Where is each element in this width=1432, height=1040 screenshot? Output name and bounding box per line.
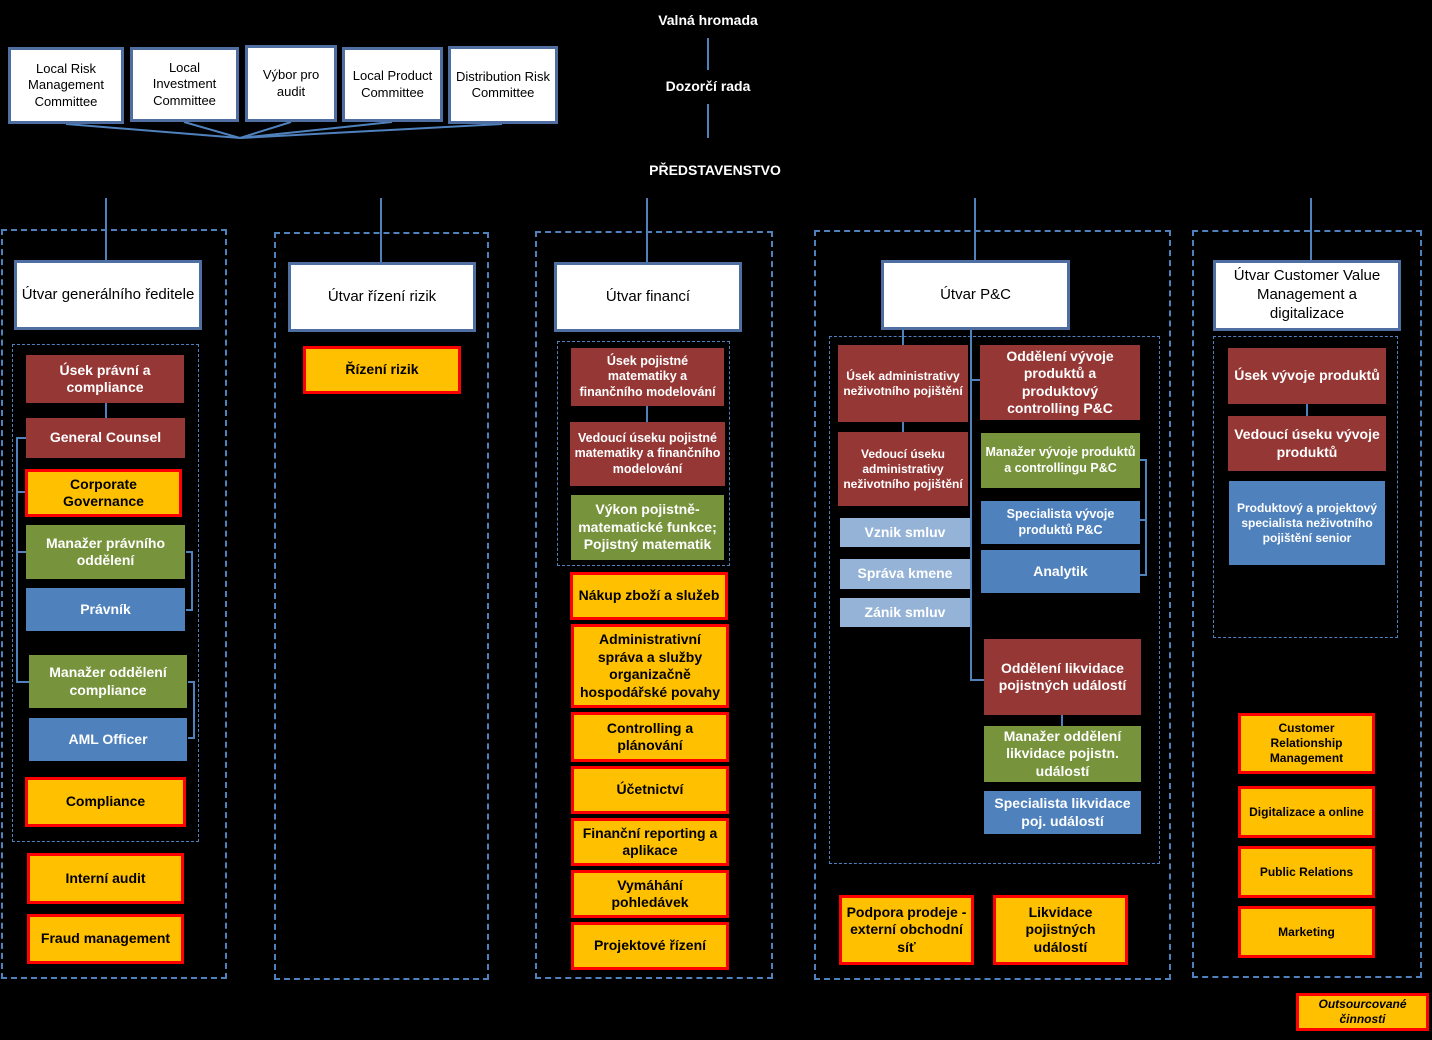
- pc-claims-manager: Manažer oddělení likvidace pojistn. udál…: [984, 726, 1141, 782]
- pc-claims-outsourced: Likvidace pojistných událostí: [993, 895, 1128, 965]
- cvm-sub-subgroup-outline: [1213, 336, 1398, 638]
- cvm-marketing: Marketing: [1238, 906, 1375, 958]
- ceo-internal-audit: Interní audit: [27, 853, 184, 904]
- finance-actuarial-subgroup-outline: [557, 341, 730, 566]
- pc-portfolio-management: Správa kmene: [840, 559, 970, 589]
- general-meeting-label: Valná hromada: [658, 12, 758, 29]
- ceo-lawyer: Právník: [26, 588, 185, 631]
- pc-contract-termination: Zánik smluv: [840, 598, 970, 627]
- risk-division-title: Útvar řízení rizik: [288, 262, 476, 332]
- finance-procurement: Nákup zboží a služeb: [570, 572, 728, 620]
- supervisory-board-label: Dozorčí rada: [665, 78, 751, 95]
- legend-outsourced: Outsourcované činnosti: [1296, 993, 1429, 1031]
- ceo-legal-manager: Manažer právního oddělení: [26, 525, 185, 579]
- cvm-group-outline: [1192, 230, 1422, 978]
- pc-admin-head: Vedoucí úseku administrativy neživotního…: [838, 432, 968, 506]
- finance-project-management: Projektové řízení: [571, 922, 729, 970]
- ceo-division-title: Útvar generálního ředitele: [14, 260, 202, 330]
- cvm-public-relations: Public Relations: [1238, 846, 1375, 898]
- pc-group-outline: [814, 230, 1171, 980]
- pc-analyst: Analytik: [981, 550, 1140, 593]
- pc-product-dev-department: Oddělení vývoje produktů a produktový co…: [980, 345, 1140, 420]
- finance-reporting: Finanční reporting a aplikace: [571, 818, 729, 866]
- pc-sub-subgroup-outline: [829, 336, 1160, 864]
- finance-controlling: Controlling a plánování: [571, 712, 729, 762]
- committee-audit: Výbor pro audit: [245, 45, 337, 122]
- finance-division-title: Útvar financí: [554, 262, 742, 332]
- finance-actuarial-head: Vedoucí úseku pojistné matematiky a fina…: [570, 422, 725, 486]
- ceo-general-counsel: General Counsel: [26, 418, 185, 458]
- risk-management: Řízení rizik: [303, 346, 461, 394]
- committee-product: Local Product Committee: [342, 47, 443, 122]
- finance-actuarial-section: Úsek pojistné matematiky a finančního mo…: [571, 348, 724, 406]
- pc-contract-origination: Vznik smluv: [840, 518, 970, 547]
- pc-sales-support: Podpora prodeje - externí obchodní síť: [839, 895, 974, 965]
- ceo-legal-subgroup-outline: [12, 344, 199, 842]
- board-label: PŘEDSTAVENSTVO: [649, 162, 781, 179]
- finance-actuarial-function: Výkon pojistně-matematické funkce; Pojis…: [571, 495, 724, 560]
- cvm-product-dev-head: Vedoucí úseku vývoje produktů: [1228, 416, 1386, 471]
- committee-investment: Local Investment Committee: [130, 47, 239, 122]
- committee-distribution-risk: Distribution Risk Committee: [448, 46, 558, 124]
- ceo-fraud-management: Fraud management: [27, 914, 184, 964]
- ceo-legal-compliance-section: Úsek právní a compliance: [26, 355, 184, 403]
- risk-group-outline: [274, 232, 489, 980]
- ceo-group-outline: [1, 229, 227, 979]
- cvm-digital-online: Digitalizace a online: [1238, 786, 1375, 838]
- finance-administration: Administrativní správa a služby organiza…: [571, 624, 729, 708]
- ceo-compliance: Compliance: [25, 777, 186, 827]
- cvm-division-title: Útvar Customer Value Management a digita…: [1213, 260, 1401, 331]
- finance-group-outline: [535, 231, 773, 979]
- finance-accounting: Účetnictví: [571, 766, 729, 814]
- committee-risk-management: Local Risk Management Committee: [8, 47, 124, 124]
- cvm-product-specialist: Produktový a projektový specialista neži…: [1229, 481, 1385, 565]
- cvm-product-dev-section: Úsek vývoje produktů: [1228, 348, 1386, 404]
- cvm-crm: Customer Relationship Management: [1238, 713, 1375, 774]
- ceo-aml-officer: AML Officer: [29, 718, 187, 761]
- ceo-corporate-governance: Corporate Governance: [25, 469, 182, 517]
- pc-claims-department: Oddělení likvidace pojistných událostí: [984, 639, 1141, 715]
- pc-product-dev-specialist: Specialista vývoje produktů P&C: [981, 501, 1140, 544]
- pc-claims-specialist: Specialista likvidace poj. událostí: [984, 791, 1141, 834]
- pc-product-dev-manager: Manažer vývoje produktů a controllingu P…: [981, 433, 1140, 488]
- pc-admin-section: Úsek administrativy neživotního pojištěn…: [838, 345, 968, 422]
- pc-division-title: Útvar P&C: [881, 260, 1070, 330]
- ceo-compliance-manager: Manažer oddělení compliance: [29, 655, 187, 708]
- finance-debt-collection: Vymáhání pohledávek: [571, 870, 729, 918]
